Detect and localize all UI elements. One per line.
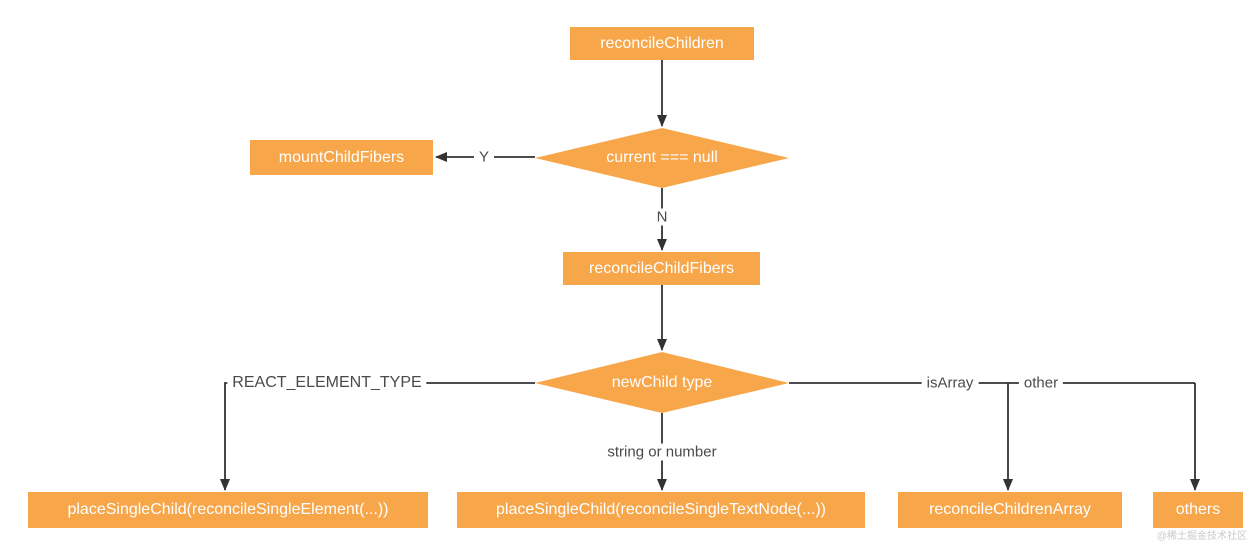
- edge-label-other: other: [1018, 374, 1064, 392]
- edge-label-no: N: [651, 208, 673, 226]
- edge-label-string-or-number: string or number: [602, 443, 722, 461]
- node-reconcile-children-array: reconcileChildrenArray: [898, 492, 1122, 528]
- juejin-watermark: @稀土掘金技术社区: [1156, 531, 1247, 542]
- decision-label-newchild-type: newChild type: [611, 374, 713, 391]
- decision-label-current-null: current === null: [606, 149, 718, 166]
- node-others: others: [1153, 492, 1243, 528]
- edge-label-isarray: isArray: [921, 374, 979, 392]
- decision-diamond-current-null: [535, 128, 789, 188]
- node-place-single-child-text-node: placeSingleChild(reconcileSingleTextNode…: [457, 492, 865, 528]
- decision-diamond-newchild-type: [535, 352, 789, 413]
- node-mount-child-fibers: mountChildFibers: [250, 140, 433, 175]
- node-reconcile-child-fibers: reconcileChildFibers: [563, 252, 760, 285]
- edge-label-react-element-type: REACT_ELEMENT_TYPE: [227, 374, 427, 392]
- edge-label-yes: Y: [473, 148, 495, 166]
- node-reconcile-children: reconcileChildren: [570, 27, 754, 60]
- node-place-single-child-element: placeSingleChild(reconcileSingleElement(…: [28, 492, 428, 528]
- edge-react-element-type-branch: [220, 382, 535, 491]
